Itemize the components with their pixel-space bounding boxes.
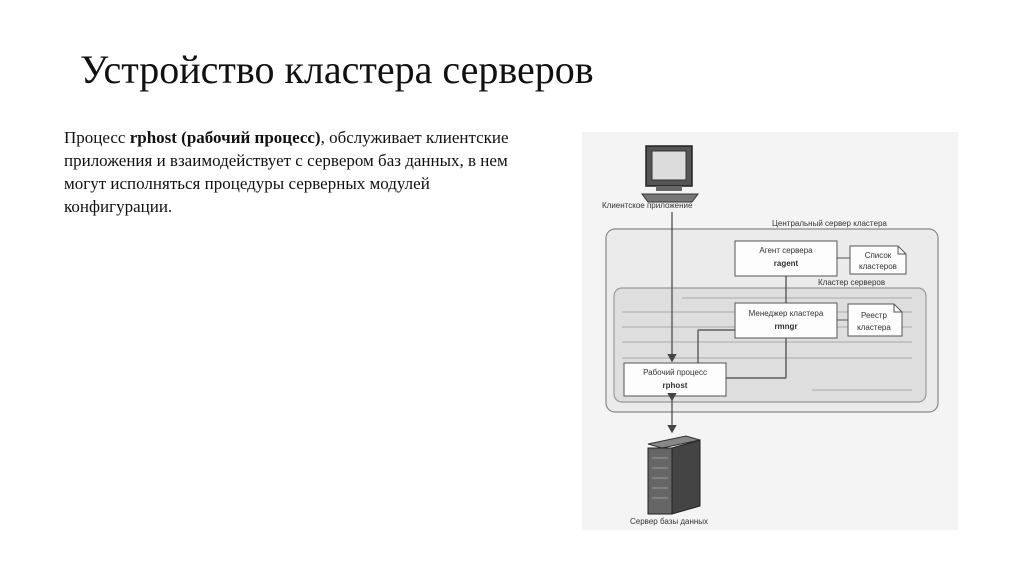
agent-label: Агент сервера xyxy=(759,246,813,255)
manager-process-name: rmngr xyxy=(774,322,797,331)
central-server-label: Центральный сервер кластера xyxy=(772,219,887,228)
computer-icon xyxy=(641,145,699,203)
registry-label-2: кластера xyxy=(857,323,891,332)
clusters-list-label-2: кластеров xyxy=(859,262,897,271)
clusters-list-label: Список xyxy=(865,251,892,260)
clusters-list-doc xyxy=(849,245,907,275)
database-server-icon xyxy=(647,435,701,515)
text-prefix: Процесс xyxy=(64,128,130,147)
worker-process-box xyxy=(623,362,727,397)
cluster-architecture-diagram: Клиентское приложение Центральный сервер… xyxy=(582,132,958,530)
cluster-registry-doc xyxy=(847,303,903,337)
text-suffix: , обслуживает клиентские приложения и вз… xyxy=(64,128,509,216)
server-cluster-label: Кластер серверов xyxy=(818,278,885,287)
manager-label: Менеджер кластера xyxy=(749,309,824,318)
client-app-label: Клиентское приложение xyxy=(602,201,693,210)
worker-label: Рабочий процесс xyxy=(643,368,707,377)
slide-title: Устройство кластера серверов xyxy=(80,47,594,92)
registry-label: Реестр xyxy=(861,311,888,320)
text-bold-term: rphost (рабочий процесс) xyxy=(129,128,321,147)
worker-process-name: rphost xyxy=(663,381,688,390)
db-server-label: Сервер базы данных xyxy=(630,517,708,526)
agent-process-name: ragent xyxy=(774,259,799,268)
slide-body-text: Процесс rphost (рабочий процесс), обслуж… xyxy=(64,126,524,218)
